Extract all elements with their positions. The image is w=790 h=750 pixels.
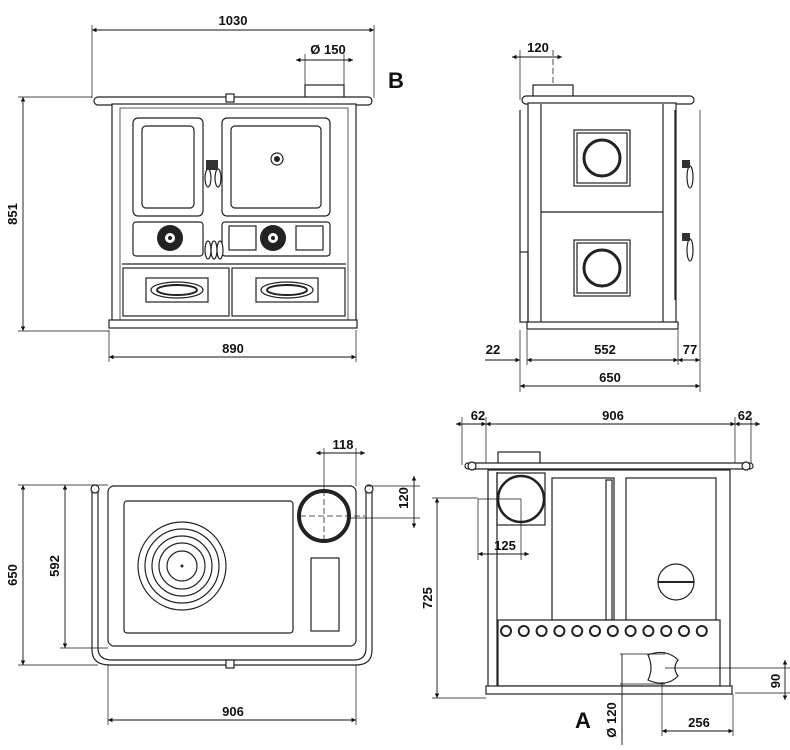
firebox-window bbox=[141, 125, 195, 209]
side-left-overhang-label: 22 bbox=[486, 342, 500, 357]
rail-knob bbox=[741, 461, 751, 471]
logo-swirl-inner bbox=[156, 284, 198, 296]
side-total-depth-label: 650 bbox=[599, 370, 621, 385]
air-vent-panel bbox=[295, 225, 324, 251]
front-base-width-label: 890 bbox=[222, 341, 244, 356]
side-plinth bbox=[526, 321, 679, 330]
front-width-label: 1030 bbox=[219, 13, 248, 28]
vent-hole bbox=[695, 625, 708, 637]
side-logo-plate bbox=[573, 239, 631, 297]
rear-flue-height-label: 725 bbox=[420, 587, 435, 609]
rear-air-inlet-height-label: 90 bbox=[768, 674, 783, 688]
flue-collar bbox=[497, 451, 541, 465]
cooking-plate bbox=[123, 500, 294, 634]
vent-hole bbox=[589, 625, 601, 637]
logo-swirl-icon bbox=[582, 138, 622, 178]
side-view: 120 22 552 77 bbox=[485, 40, 701, 392]
rear-flue-offset-label: 125 bbox=[494, 538, 516, 553]
side-back-lower bbox=[519, 251, 529, 323]
rear-air-inlet-diameter-label: Ø 120 bbox=[604, 702, 619, 737]
drawer-right bbox=[231, 267, 346, 317]
front-flue-diameter-label: Ø 150 bbox=[310, 42, 345, 57]
rear-air-inlet-offset-label: 256 bbox=[688, 715, 710, 730]
thermometer-icon bbox=[270, 152, 284, 166]
vent-hole bbox=[535, 625, 548, 637]
air-vent-panel bbox=[228, 225, 257, 251]
vent-hole bbox=[517, 625, 530, 637]
firebox-door bbox=[132, 117, 204, 217]
logo-swirl-icon bbox=[150, 281, 204, 299]
vent-holes bbox=[500, 625, 708, 637]
top-flue-x-label: 118 bbox=[333, 437, 354, 452]
rail-bracket bbox=[225, 659, 235, 669]
rail-knob bbox=[90, 484, 100, 494]
top-flue-y-label: 120 bbox=[396, 487, 411, 509]
front-view: 1030 Ø 150 B bbox=[5, 13, 404, 362]
flue-collar bbox=[532, 84, 574, 98]
drawer-logo-plate bbox=[255, 277, 319, 303]
side-logo-plate bbox=[573, 129, 631, 187]
rail-bracket bbox=[225, 93, 235, 103]
oven-window bbox=[230, 125, 322, 209]
rear-width-label: 906 bbox=[602, 408, 624, 423]
drawer-left bbox=[122, 267, 230, 317]
ash-slot bbox=[310, 557, 340, 632]
rear-right-overhang-label: 62 bbox=[738, 408, 752, 423]
thermometer-dial bbox=[274, 156, 280, 162]
flue-collar bbox=[304, 84, 345, 99]
air-inlet bbox=[647, 651, 679, 684]
drawer-logo-plate bbox=[145, 277, 209, 303]
side-handle bbox=[682, 233, 694, 262]
side-handle bbox=[682, 160, 694, 189]
air-regulator-knob bbox=[157, 225, 183, 251]
vent-hole bbox=[571, 625, 584, 637]
hotplate-rings-icon bbox=[137, 521, 227, 611]
rear-view: 62 906 62 125 725 Ø 120 bbox=[420, 408, 790, 745]
view-marker-a: A bbox=[575, 708, 591, 733]
air-regulator-knob bbox=[260, 225, 286, 251]
view-marker-b: B bbox=[388, 68, 404, 93]
top-depth-inner-label: 592 bbox=[47, 555, 62, 577]
vent-hole bbox=[642, 625, 655, 637]
front-height-label: 851 bbox=[5, 203, 20, 225]
logo-swirl-icon bbox=[582, 248, 622, 288]
top-depth-total-label: 650 bbox=[5, 564, 20, 586]
rear-left-overhang-label: 62 bbox=[471, 408, 485, 423]
side-body-depth-label: 552 bbox=[594, 342, 616, 357]
door-handle bbox=[204, 160, 222, 188]
vent-hole bbox=[624, 625, 637, 637]
vent-hole bbox=[606, 625, 619, 637]
lower-door-handle bbox=[204, 240, 224, 260]
logo-plate-inner bbox=[576, 132, 628, 184]
side-right-overhang-label: 77 bbox=[683, 342, 697, 357]
hob-plate bbox=[107, 485, 357, 647]
vent-hole bbox=[678, 625, 690, 637]
rail-knob bbox=[467, 461, 477, 471]
plinth bbox=[108, 319, 358, 329]
oven-door bbox=[221, 117, 331, 217]
top-rail bbox=[464, 462, 754, 470]
logo-swirl-icon bbox=[260, 281, 314, 299]
logo-swirl-inner bbox=[266, 284, 308, 296]
vent-hole bbox=[660, 625, 673, 637]
rear-plinth bbox=[485, 685, 733, 695]
vent-hole bbox=[553, 625, 566, 637]
top-view: 118 120 650 592 906 bbox=[5, 437, 420, 725]
rail-knob bbox=[364, 484, 374, 494]
side-flue-offset-label: 120 bbox=[527, 40, 549, 55]
logo-plate-inner bbox=[576, 242, 628, 294]
vent-hole bbox=[500, 625, 512, 637]
top-width-label: 906 bbox=[222, 704, 244, 719]
